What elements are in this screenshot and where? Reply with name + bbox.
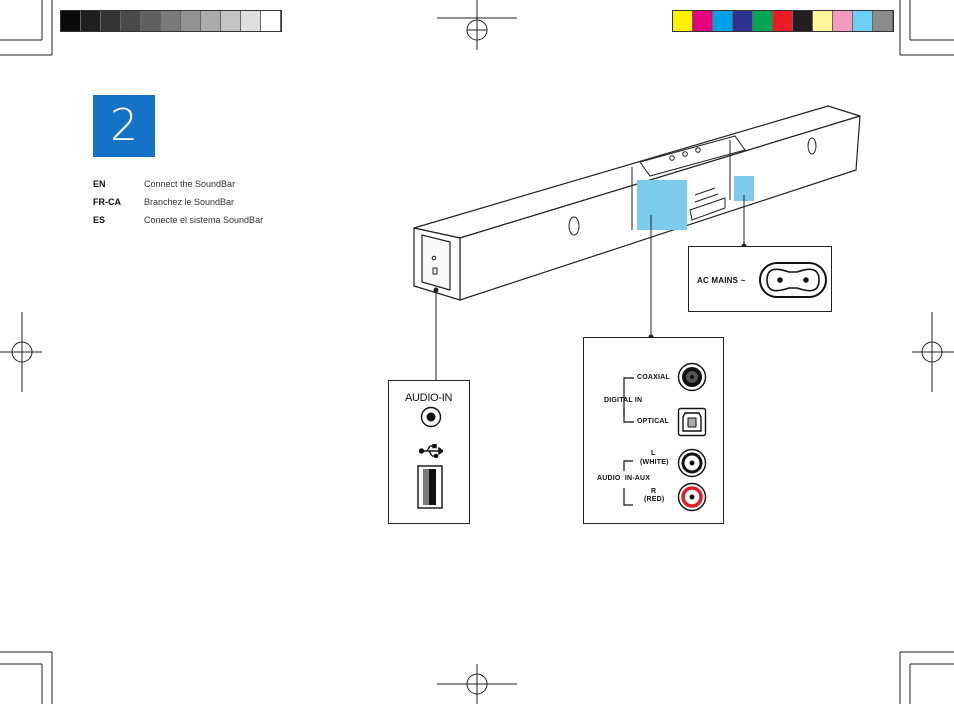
language-text: Connect the SoundBar bbox=[144, 179, 236, 189]
grayscale-swatch bbox=[81, 11, 101, 31]
language-code: EN bbox=[93, 179, 106, 189]
left-channel-label: L bbox=[651, 450, 656, 457]
language-code: ES bbox=[93, 215, 106, 225]
digital-in-label: DIGITAL IN bbox=[604, 397, 643, 404]
grayscale-swatch bbox=[181, 11, 201, 31]
digital-input-callout-highlight bbox=[637, 180, 687, 230]
audio-in-usb-panel: AUDIO-IN bbox=[388, 380, 470, 524]
usb-icon bbox=[419, 444, 443, 458]
inputs-bracket-lines bbox=[623, 377, 634, 506]
color-swatch bbox=[793, 11, 813, 31]
color-swatch bbox=[873, 11, 893, 31]
grayscale-swatch bbox=[121, 11, 141, 31]
color-swatch bbox=[853, 11, 873, 31]
language-row-fr-ca: FR-CA Branchez le SoundBar bbox=[93, 197, 234, 207]
coaxial-jack-icon bbox=[677, 362, 707, 392]
color-swatch bbox=[833, 11, 853, 31]
ac-power-socket-icon bbox=[759, 262, 827, 298]
ac-mains-label: AC MAINS ~ bbox=[697, 276, 746, 285]
language-code: FR-CA bbox=[93, 197, 121, 207]
white-label: (WHITE) bbox=[640, 459, 669, 466]
color-swatch bbox=[753, 11, 773, 31]
grayscale-swatch bbox=[241, 11, 261, 31]
usb-port-icon bbox=[417, 465, 443, 509]
language-row-en: EN Connect the SoundBar bbox=[93, 179, 235, 189]
language-row-es: ES Conecte el sistema SoundBar bbox=[93, 215, 263, 225]
coaxial-label: COAXIAL bbox=[637, 374, 670, 381]
grayscale-swatch bbox=[61, 11, 81, 31]
step-number-box: 2 bbox=[93, 95, 155, 157]
grayscale-swatch bbox=[221, 11, 241, 31]
color-swatch bbox=[773, 11, 793, 31]
audio-jack-icon bbox=[420, 406, 442, 428]
ac-mains-panel: AC MAINS ~ bbox=[688, 246, 832, 312]
right-channel-label: R bbox=[651, 488, 657, 495]
color-swatch bbox=[733, 11, 753, 31]
grayscale-swatch bbox=[161, 11, 181, 31]
color-bar bbox=[672, 10, 894, 32]
audio-in-aux-label: AUDIO IN-AUX bbox=[597, 475, 651, 482]
red-label: (RED) bbox=[644, 496, 665, 503]
ac-mains-callout-highlight bbox=[734, 176, 754, 201]
language-text: Conecte el sistema SoundBar bbox=[144, 215, 264, 225]
language-text: Branchez le SoundBar bbox=[144, 197, 235, 207]
grayscale-swatch bbox=[141, 11, 161, 31]
grayscale-bar bbox=[60, 10, 282, 32]
color-swatch bbox=[673, 11, 693, 31]
color-swatch bbox=[713, 11, 733, 31]
grayscale-swatch bbox=[261, 11, 281, 31]
audio-in-label: AUDIO-IN bbox=[405, 392, 453, 404]
rca-red-jack-icon bbox=[677, 482, 707, 512]
color-swatch bbox=[693, 11, 713, 31]
optical-port-icon bbox=[677, 407, 707, 437]
optical-label: OPTICAL bbox=[637, 418, 670, 425]
grayscale-swatch bbox=[201, 11, 221, 31]
step-number: 2 bbox=[110, 100, 138, 151]
inputs-panel: COAXIAL DIGITAL IN OPTICAL L (WHITE) AUD… bbox=[583, 337, 724, 524]
color-swatch bbox=[813, 11, 833, 31]
rca-white-jack-icon bbox=[677, 448, 707, 478]
grayscale-swatch bbox=[101, 11, 121, 31]
